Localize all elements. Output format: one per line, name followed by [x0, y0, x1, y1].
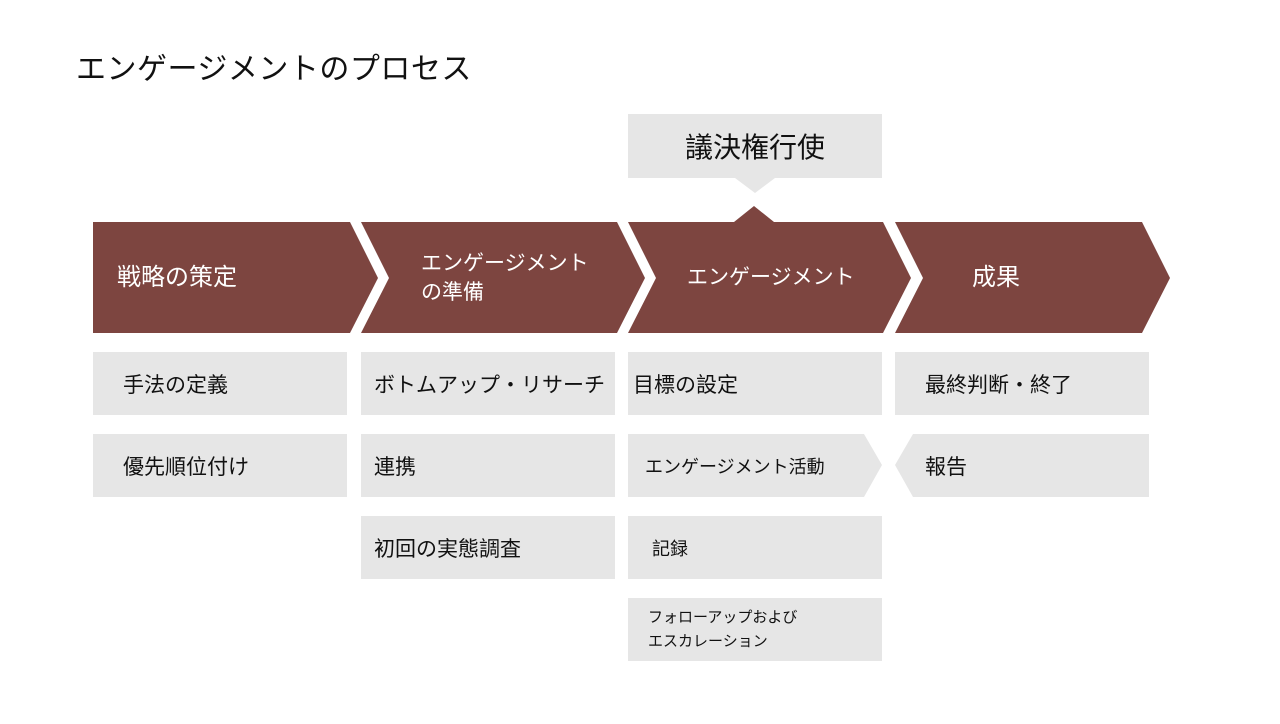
activity-arrow-shape — [628, 434, 882, 497]
column-4-item: 最終判断・終了 — [895, 352, 1149, 415]
stage-4-label: 成果 — [972, 263, 1020, 292]
column-2-item: ボトムアップ・リサーチ — [361, 352, 615, 415]
followup-line1: フォローアップおよび — [648, 608, 798, 627]
stage-3-label: エンゲージメント — [687, 265, 855, 290]
page-title: エンゲージメントのプロセス — [76, 52, 472, 87]
stage-2-label: エンゲージメント の準備 — [421, 222, 589, 333]
stage-3-chevron — [628, 206, 911, 333]
stage-2-label-line1: エンゲージメント — [421, 251, 589, 276]
column-2-item: 初回の実態調査 — [361, 516, 615, 579]
column-3-item: 目標の設定 — [628, 352, 882, 415]
stage-1-chevron — [93, 222, 378, 333]
report-arrow-shape — [895, 434, 1149, 497]
column-1-item: 手法の定義 — [93, 352, 347, 415]
column-3-item: 記録 — [628, 516, 882, 579]
column-2-item: 連携 — [361, 434, 615, 497]
callout-shape — [628, 114, 882, 193]
stage-4-chevron — [895, 222, 1170, 333]
column-4-item: 報告 — [925, 454, 967, 479]
stage-1-label: 戦略の策定 — [117, 263, 237, 292]
stage-2-label-line2: の準備 — [421, 279, 484, 304]
stage-2-chevron — [361, 222, 645, 333]
column-3-item: エンゲージメント活動 — [645, 456, 825, 478]
callout-label: 議決権行使 — [684, 131, 825, 164]
followup-line2: エスカレーション — [648, 631, 768, 650]
voting-callout: 議決権行使 — [628, 114, 882, 194]
column-3-item: フォローアップおよび エスカレーション — [628, 598, 882, 661]
column-1-item: 優先順位付け — [93, 434, 347, 497]
